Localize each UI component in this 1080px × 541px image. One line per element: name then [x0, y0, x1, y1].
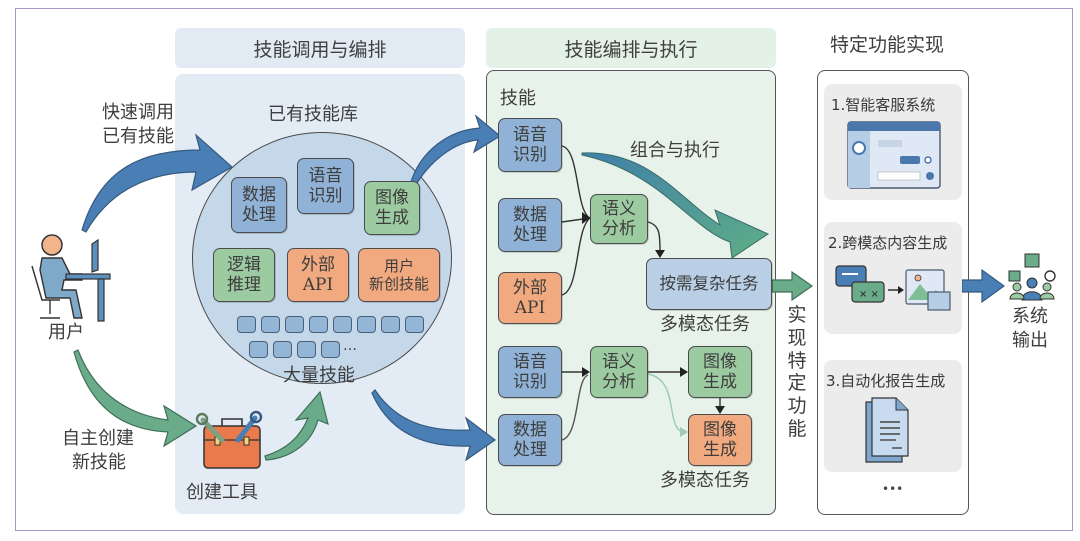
function-title-cross-modal: 2.跨模态内容生成: [828, 234, 948, 252]
more-functions: •••: [882, 482, 904, 496]
mini-skill-square: [261, 316, 280, 333]
create-arrow: [73, 349, 198, 448]
combine-execute-label: 组合与执行: [630, 140, 720, 161]
system-output-line1: 系统: [1012, 306, 1048, 327]
mini-skill-square: [333, 316, 352, 333]
library-to-execution-arrow-bottom: [371, 389, 497, 462]
mini-skill-square: [249, 341, 268, 358]
flow1-input-data[interactable]: 数据 处理: [498, 198, 562, 252]
library-skill-speech-recognition[interactable]: 语音 识别: [297, 158, 354, 214]
mini-skill-square: [405, 316, 424, 333]
library-skill-data-processing[interactable]: 数据 处理: [231, 177, 287, 233]
library-skill-logic-reasoning[interactable]: 逻辑 推理: [213, 248, 275, 302]
flow1-input-speech[interactable]: 语音 识别: [498, 118, 562, 172]
mini-skill-square: [321, 341, 340, 358]
realize-arrow: [771, 270, 814, 302]
mini-skill-square: [285, 316, 304, 333]
invoke-label-line2: 已有技能: [102, 126, 174, 147]
mini-skill-square: [357, 316, 376, 333]
flow2-image-generation[interactable]: 图像 生成: [688, 346, 752, 398]
skills-label: 技能: [500, 88, 536, 109]
flow2-image-generation-output[interactable]: 图像 生成: [688, 414, 752, 466]
tool-to-library-arrow: [264, 390, 329, 461]
mini-skill-square: [381, 316, 400, 333]
library-skill-user-created[interactable]: 用户 新创技能: [358, 248, 440, 302]
library-title: 已有技能库: [268, 104, 358, 125]
create-label-line2: 新技能: [72, 452, 126, 473]
mini-skill-square: [309, 316, 328, 333]
flow2-input-speech[interactable]: 语音 识别: [498, 346, 562, 398]
mini-skill-square: [297, 341, 316, 358]
flow2-input-data[interactable]: 数据 处理: [498, 414, 562, 466]
library-skill-image-generation[interactable]: 图像 生成: [364, 181, 420, 235]
flow1-caption: 多模态任务: [660, 314, 750, 335]
library-skill-external-api[interactable]: 外部 API: [287, 248, 349, 302]
realize-function-label: 实 现 特 定 功 能: [787, 304, 807, 440]
function-title-customer-service: 1.智能客服系统: [831, 96, 936, 114]
function-title-report: 3.自动化报告生成: [826, 372, 946, 390]
invoke-label-line1: 快速调用: [102, 102, 174, 123]
create-tool-label: 创建工具: [186, 482, 258, 503]
ellipsis: …: [343, 338, 357, 354]
invoke-arrow: [81, 133, 234, 233]
svg-text:× ×: × ×: [859, 289, 879, 300]
user-label: 用户: [48, 322, 84, 343]
flow1-complex-task[interactable]: 按需复杂任务: [646, 258, 772, 310]
mini-skill-square: [237, 316, 256, 333]
flow1-semantic-analysis[interactable]: 语义 分析: [590, 194, 648, 244]
system-output-line2: 输出: [1012, 330, 1048, 351]
many-skills-label: 大量技能: [283, 365, 355, 386]
flow2-caption: 多模态任务: [660, 470, 750, 491]
section-header-orchestration: 技能调用与编排: [175, 28, 465, 68]
output-arrow: [961, 268, 1006, 304]
mini-skill-square: [273, 341, 292, 358]
flow2-semantic-analysis[interactable]: 语义 分析: [590, 346, 648, 398]
section-header-execution: 技能编排与执行: [486, 28, 776, 68]
create-label-line1: 自主创建: [62, 428, 134, 449]
combine-execute-arrow: [581, 152, 770, 259]
section-header-function: 特定功能实现: [830, 34, 945, 56]
flow1-input-api[interactable]: 外部 API: [498, 272, 562, 324]
